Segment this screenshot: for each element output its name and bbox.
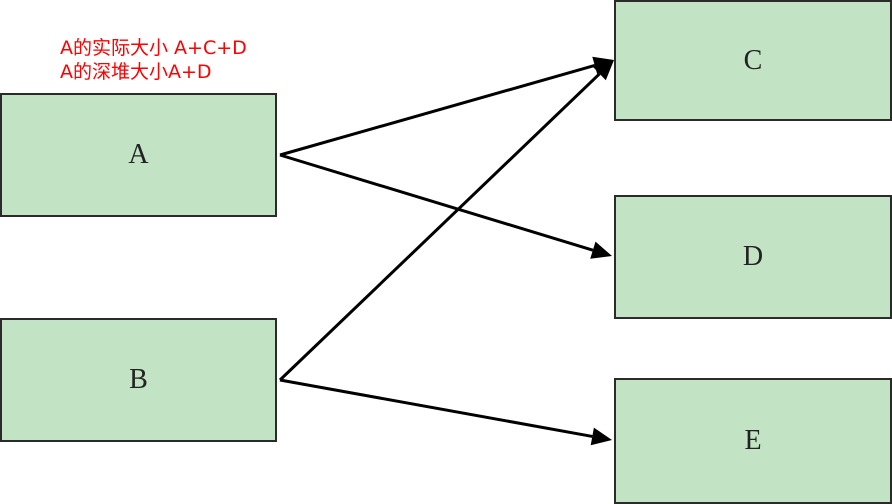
edge-b-to-e xyxy=(279,378,593,438)
edge-b-to-c xyxy=(278,72,601,382)
node-c: C xyxy=(614,0,892,121)
edge-a-to-c xyxy=(279,64,596,157)
arrowhead-b-to-c xyxy=(593,60,614,81)
annotation-note: A的实际大小 A+C+D A的深堆大小A+D xyxy=(60,36,290,84)
node-d-label: D xyxy=(742,241,764,272)
annotation-line-retained-size: A的深堆大小A+D xyxy=(60,61,212,83)
arrowhead-a-to-d xyxy=(590,241,612,259)
node-b: B xyxy=(0,318,277,442)
node-a-label: A xyxy=(128,139,149,170)
node-c-label: C xyxy=(743,44,763,76)
annotation-line-actual-size: A的实际大小 A+C+D xyxy=(60,37,247,59)
node-b-label: B xyxy=(129,364,148,395)
node-e: E xyxy=(614,378,892,504)
node-d: D xyxy=(614,195,892,319)
edge-a-to-d xyxy=(279,153,594,252)
arrowhead-b-to-e xyxy=(590,427,612,446)
node-a: A xyxy=(0,93,277,217)
node-e-label: E xyxy=(744,425,762,456)
